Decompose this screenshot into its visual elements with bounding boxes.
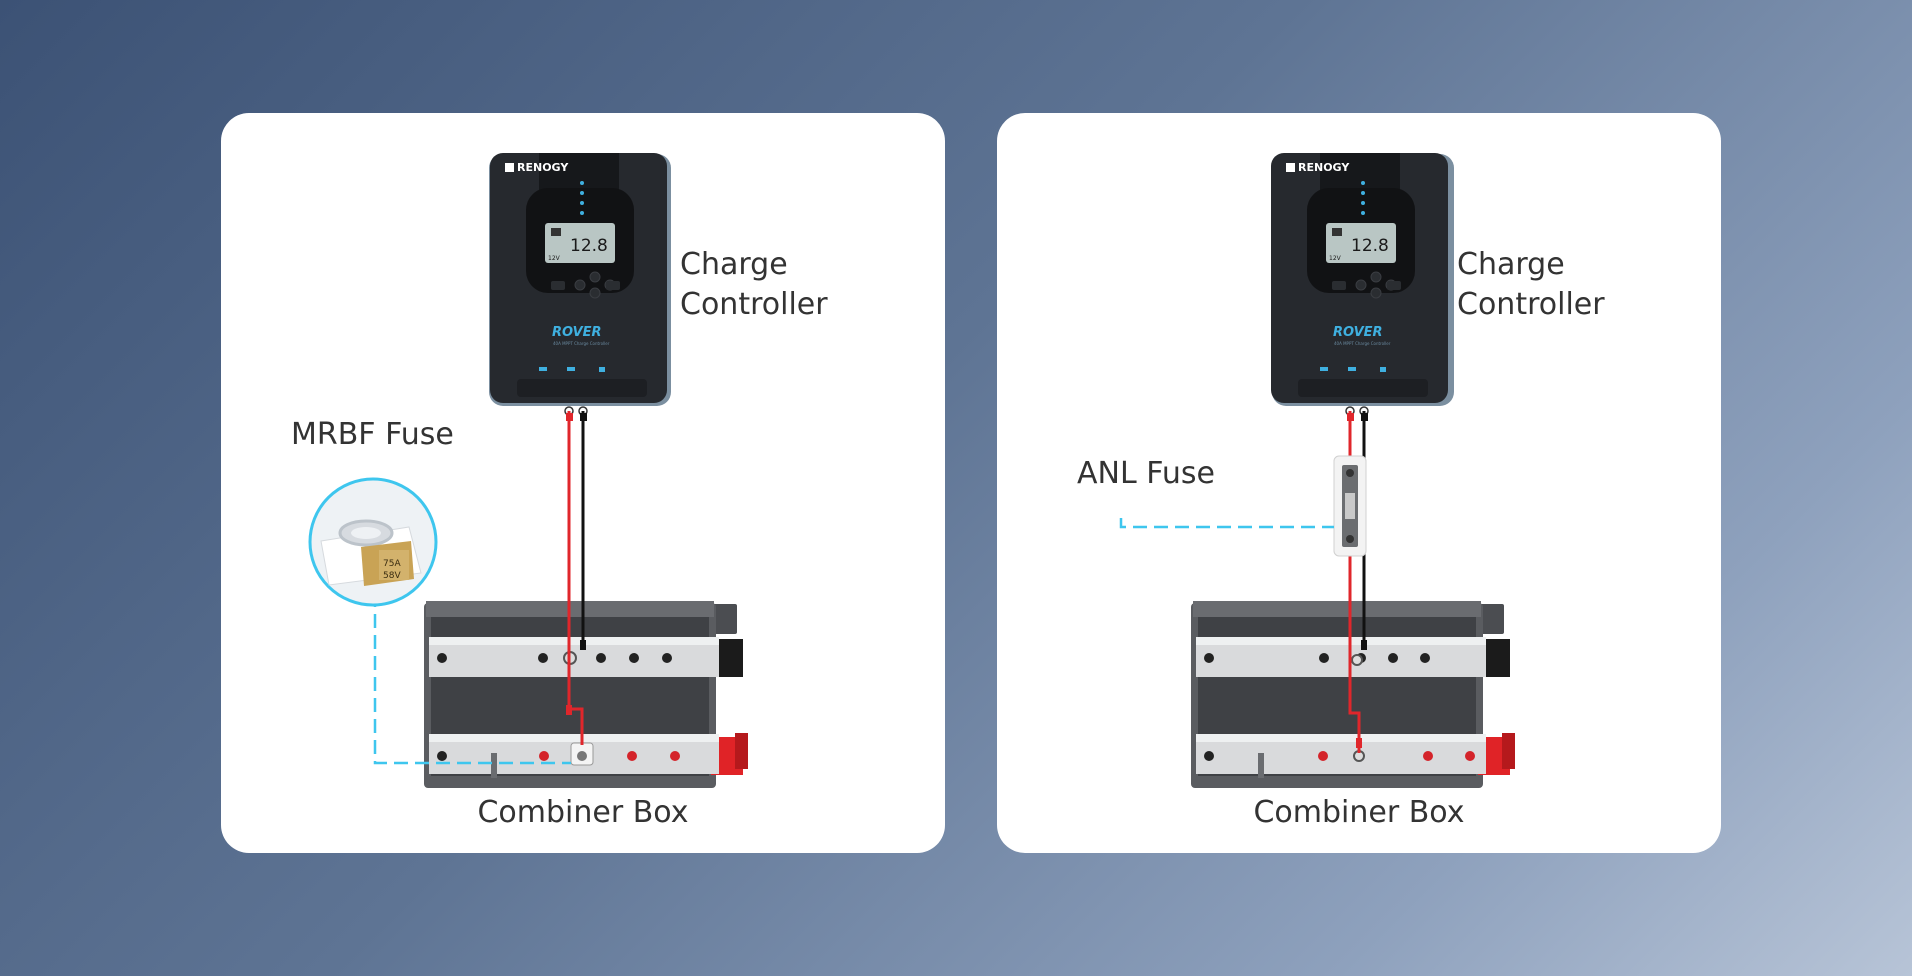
controller-subtitle: 40A MPPT Charge Controller bbox=[1334, 341, 1391, 346]
anl-fuse-holder bbox=[1333, 455, 1367, 557]
anl-fuse-label: ANL Fuse bbox=[1077, 456, 1215, 491]
lcd-voltage-reading: 12.8 bbox=[1351, 236, 1389, 256]
arrow-left-button[interactable] bbox=[1355, 279, 1367, 291]
renogy-logo-icon bbox=[1286, 163, 1295, 172]
charge-controller: RENOGY 12.8 12V ROVER 40A MPPT Charge Co… bbox=[1271, 153, 1454, 406]
controller-brand: RENOGY bbox=[517, 161, 569, 174]
lcd-voltage-reading: 12.8 bbox=[570, 236, 608, 256]
charge-controller-label-line1: Charge bbox=[1457, 247, 1565, 282]
mrbf-fuse-label: MRBF Fuse bbox=[291, 417, 454, 452]
charge-controller-label-line2: Controller bbox=[1457, 287, 1605, 322]
controller-subtitle: 40A MPPT Charge Controller bbox=[553, 341, 610, 346]
arrow-down-button[interactable] bbox=[1370, 287, 1382, 299]
charge-controller-label-line1: Charge bbox=[680, 247, 788, 282]
diagram-panel-mrbf: RENOGY 12.8 12V ROVER 40A MPPT Charge Co… bbox=[221, 113, 945, 853]
arrow-down-button[interactable] bbox=[589, 287, 601, 299]
lcd-display bbox=[1326, 223, 1396, 263]
lcd-unit: 12V bbox=[1329, 255, 1342, 262]
arrow-up-button[interactable] bbox=[1370, 271, 1382, 283]
renogy-logo-icon bbox=[505, 163, 514, 172]
fuse-rating-amps: 75A bbox=[383, 559, 401, 569]
diagram-panel-anl: RENOGY 12.8 12V ROVER 40A MPPT Charge Co… bbox=[997, 113, 1721, 853]
mrbf-fuse-on-terminal bbox=[570, 742, 594, 766]
anl-wiring-illustration: RENOGY 12.8 12V ROVER 40A MPPT Charge Co… bbox=[1119, 153, 1515, 788]
fuse-leader-line bbox=[373, 593, 571, 765]
charge-controller-label: Charge Controller bbox=[1457, 245, 1687, 325]
combiner-box-label: Combiner Box bbox=[477, 795, 689, 830]
lcd-display bbox=[545, 223, 615, 263]
charge-controller-label-line2: Controller bbox=[680, 287, 828, 322]
charge-controller-label: Charge Controller bbox=[680, 245, 910, 325]
controller-brand: RENOGY bbox=[1298, 161, 1350, 174]
combiner-box-label: Combiner Box bbox=[1253, 795, 1465, 830]
wiring bbox=[566, 411, 587, 745]
fuse-leader-line bbox=[1119, 518, 1334, 529]
controller-model: ROVER bbox=[552, 325, 602, 340]
mrbf-fuse-callout: 75A 58V bbox=[308, 477, 438, 607]
arrow-up-button[interactable] bbox=[589, 271, 601, 283]
lcd-unit: 12V bbox=[548, 255, 561, 262]
arrow-left-button[interactable] bbox=[574, 279, 586, 291]
charge-controller: RENOGY 12.8 12V ROVER 40A MPPT Charge Co… bbox=[489, 153, 671, 406]
controller-model: ROVER bbox=[1333, 325, 1383, 340]
fuse-rating-volts: 58V bbox=[383, 571, 401, 581]
mrbf-wiring-illustration: RENOGY 12.8 12V ROVER 40A MPPT Charge Co… bbox=[308, 153, 748, 788]
combiner-box bbox=[1191, 601, 1515, 788]
